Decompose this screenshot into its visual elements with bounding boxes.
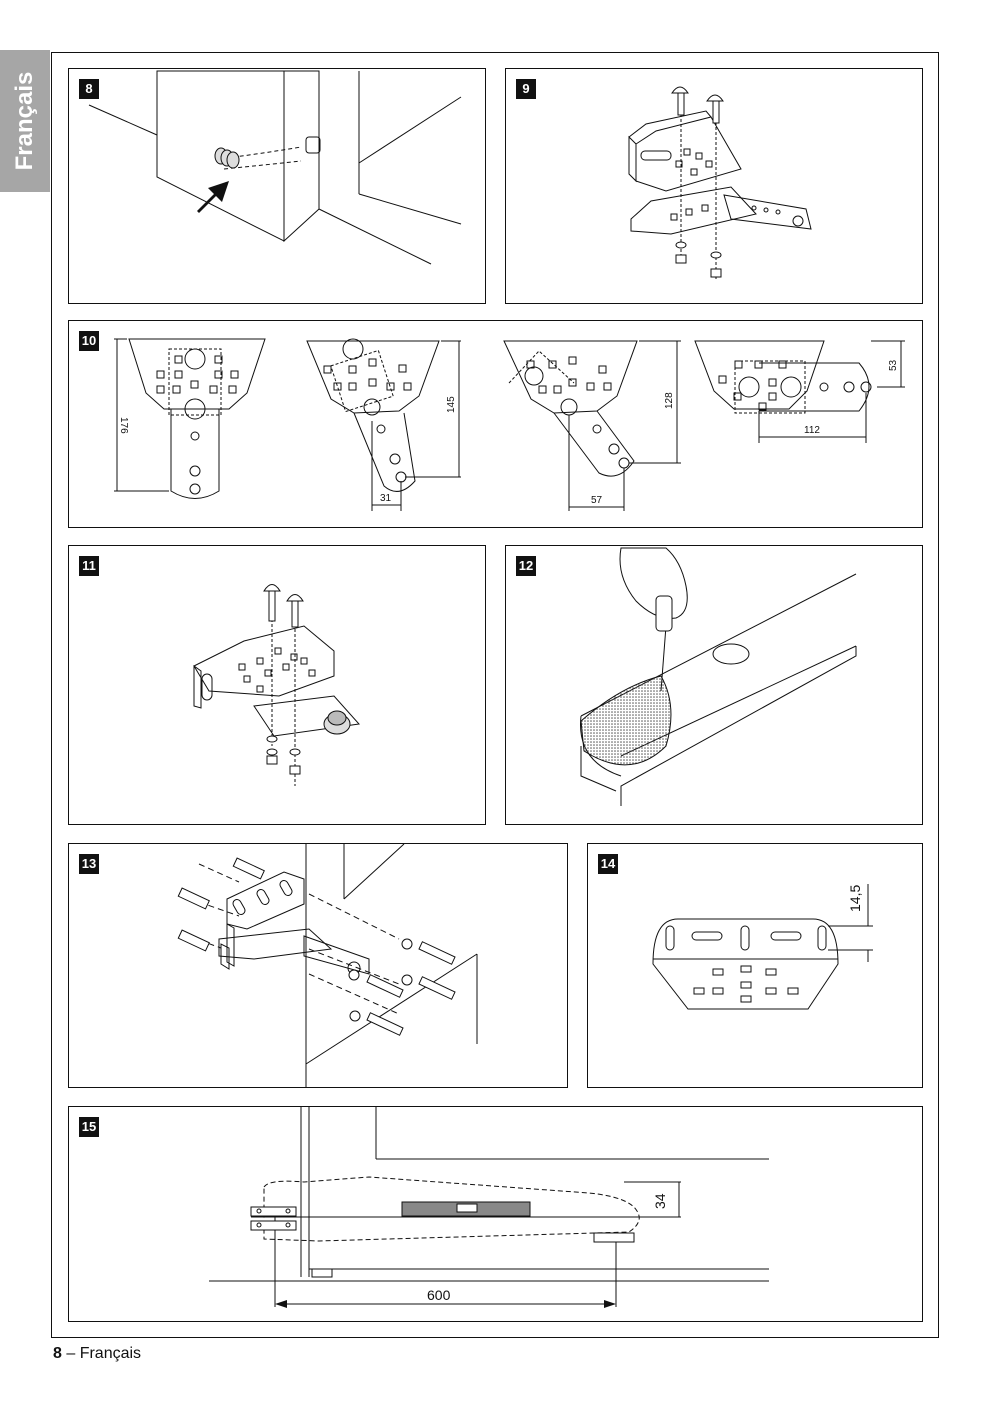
- figure-8-illustration: [88, 70, 462, 265]
- figure-10-illustration: 176 145 31 128 57 53 112: [114, 338, 905, 511]
- threaded-stud-icon: [214, 147, 240, 169]
- dimension-label: 31: [380, 493, 392, 504]
- footer-separator: –: [61, 1345, 80, 1362]
- arrow-icon: [197, 181, 229, 213]
- spirit-level-icon: [401, 1201, 531, 1217]
- figure-10: 10: [68, 320, 923, 528]
- dimension-label: 145: [446, 396, 457, 413]
- language-side-tab: Français: [0, 50, 50, 192]
- page-number: 8: [53, 1345, 62, 1362]
- figure-9: 9: [505, 68, 923, 304]
- figure-12-number: 12: [516, 556, 536, 576]
- figure-12: 12: [505, 545, 923, 825]
- figure-9-number: 9: [516, 79, 536, 99]
- dimension-label: 176: [118, 417, 129, 434]
- screw-icon: [348, 938, 456, 1036]
- bracket-icon: [250, 1206, 635, 1243]
- arrow-right-icon: [604, 1300, 616, 1308]
- dimension-label: 112: [804, 425, 820, 436]
- page-footer: 8 – Français: [53, 1345, 141, 1363]
- figure-14: 14 14,5: [587, 843, 923, 1088]
- dimension-label: 53: [888, 359, 899, 371]
- figure-13: 13: [68, 843, 568, 1088]
- hatched-cap: [580, 675, 672, 766]
- roller-icon: [323, 710, 351, 735]
- figure-9-illustration: [628, 86, 812, 279]
- wall-plug-icon: [177, 857, 265, 952]
- figure-13-number: 13: [79, 854, 99, 874]
- footer-language: Français: [79, 1345, 142, 1362]
- figure-14-number: 14: [598, 854, 618, 874]
- dimension-label: 128: [664, 392, 675, 409]
- figure-8-number: 8: [79, 79, 99, 99]
- figure-14-illustration: 14,5: [652, 884, 873, 1010]
- nut-icon: [675, 241, 722, 278]
- figure-15: 15: [68, 1106, 923, 1322]
- figure-15-number: 15: [79, 1117, 99, 1137]
- arrow-left-icon: [275, 1300, 287, 1308]
- bolt-icon: [671, 86, 724, 124]
- dimension-label: 14,5: [847, 885, 863, 912]
- figure-11-illustration: [193, 584, 360, 786]
- figure-12-illustration: [580, 547, 857, 806]
- figure-11-number: 11: [79, 556, 99, 576]
- dimension-label: 600: [427, 1287, 451, 1303]
- figure-8: 8: [68, 68, 486, 304]
- language-side-tab-label: Français: [11, 71, 38, 171]
- bolt-icon: [263, 584, 304, 628]
- hand-with-screwdriver-icon: [619, 547, 688, 692]
- dimension-label: 34: [652, 1193, 668, 1209]
- figure-15-illustration: 34 600: [209, 1107, 769, 1308]
- figure-11: 11: [68, 545, 486, 825]
- figure-13-illustration: [177, 844, 478, 1087]
- figure-10-number: 10: [79, 331, 99, 351]
- page-frame: [51, 52, 939, 1338]
- dimension-label: 57: [591, 495, 603, 506]
- nut-icon: [266, 735, 301, 775]
